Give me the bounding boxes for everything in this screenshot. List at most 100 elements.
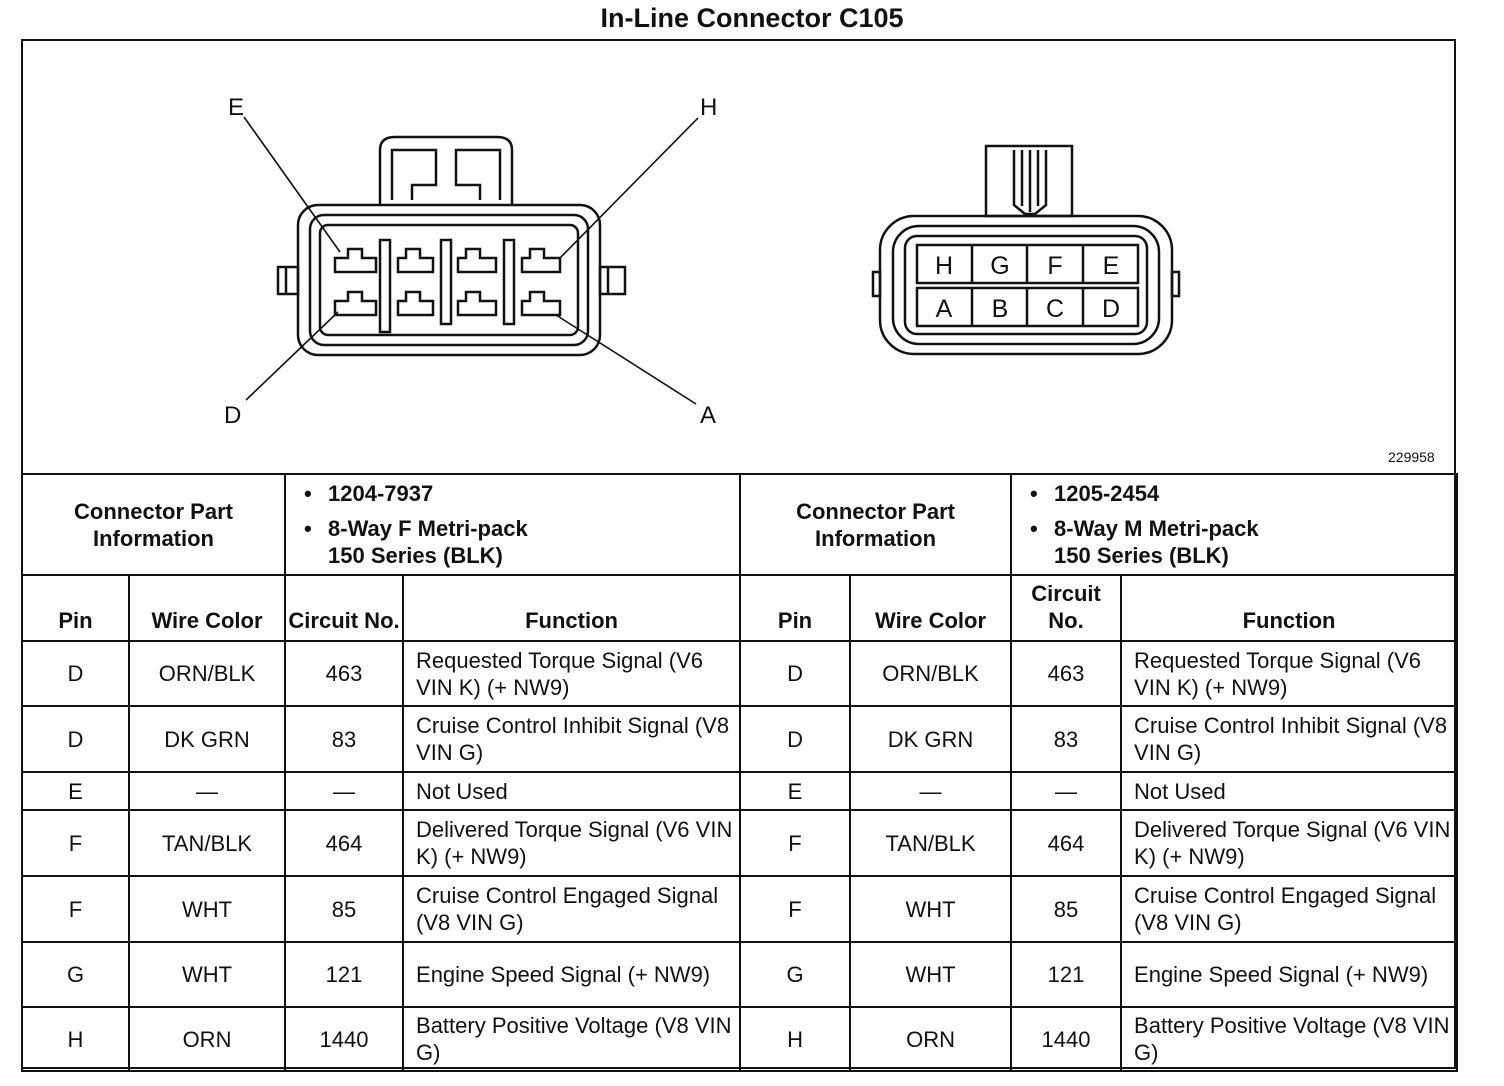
right-part-series: 150 Series (BLK) bbox=[1054, 543, 1229, 568]
left-part-info: •1204-7937 •8-Way F Metri-pack 150 Serie… bbox=[284, 473, 742, 576]
circuit-cell: 464 bbox=[284, 809, 405, 877]
table-row: D DK GRN 83 Cruise Control Inhibit Signa… bbox=[21, 705, 1459, 773]
right-part-number: 1205-2454 bbox=[1054, 481, 1160, 506]
function-cell: Cruise Control Engaged Signal (V8 VIN G) bbox=[402, 875, 742, 943]
callout-a-label: A bbox=[700, 402, 716, 429]
pin-cell-right: E bbox=[739, 771, 852, 811]
table-row: F TAN/BLK 464 Delivered Torque Signal (V… bbox=[21, 809, 1459, 877]
col-header-pin: Pin bbox=[21, 574, 130, 642]
circuit-cell: 463 bbox=[284, 640, 405, 707]
pin-g-face-label: G bbox=[990, 252, 1009, 280]
pin-cell-right: G bbox=[739, 941, 852, 1008]
pin-cell: F bbox=[21, 809, 130, 877]
col-header-wire-color: Wire Color bbox=[127, 574, 287, 642]
wire-color-cell: TAN/BLK bbox=[127, 809, 287, 877]
left-part-number: 1204-7937 bbox=[328, 481, 434, 506]
function-cell-right: Engine Speed Signal (+ NW9) bbox=[1120, 941, 1459, 1008]
pin-cell: F bbox=[21, 875, 130, 943]
wire-color-cell-right: ORN/BLK bbox=[849, 640, 1013, 707]
pin-f-face-label: F bbox=[1047, 252, 1062, 280]
function-cell: Not Used bbox=[402, 771, 742, 811]
col-header-pin-right: Pin bbox=[739, 574, 852, 642]
left-part-info-label: Connector Part Information bbox=[20, 473, 287, 576]
male-connector-drawing bbox=[871, 144, 1181, 356]
col-header-wire-color-right: Wire Color bbox=[849, 574, 1013, 642]
function-cell: Battery Positive Voltage (V8 VIN G) bbox=[402, 1006, 742, 1072]
table-row: E — — Not Used E — — Not Used bbox=[21, 771, 1459, 811]
table-row: F WHT 85 Cruise Control Engaged Signal (… bbox=[21, 875, 1459, 943]
circuit-cell: 121 bbox=[284, 941, 405, 1008]
function-cell: Delivered Torque Signal (V6 VIN K) (+ NW… bbox=[402, 809, 742, 877]
function-cell: Requested Torque Signal (V6 VIN K) (+ NW… bbox=[402, 640, 742, 707]
right-part-info-label: Connector Part Information bbox=[739, 473, 1013, 576]
circuit-cell-right: 464 bbox=[1010, 809, 1123, 877]
wire-color-cell: — bbox=[127, 771, 287, 811]
wire-color-cell-right: DK GRN bbox=[849, 705, 1013, 773]
column-header-row: Pin Wire Color Circuit No. Function Pin … bbox=[21, 574, 1459, 642]
function-cell-right: Cruise Control Engaged Signal (V8 VIN G) bbox=[1120, 875, 1459, 943]
col-header-function: Function bbox=[402, 574, 742, 642]
circuit-cell-right: 1440 bbox=[1010, 1006, 1123, 1072]
right-part-type: 8-Way M Metri-pack bbox=[1054, 516, 1259, 541]
connector-diagram: E H D A H G F E A B C D bbox=[224, 94, 1181, 429]
pin-cell-right: H bbox=[739, 1006, 852, 1072]
male-face-pin-labels: H G F E A B C D bbox=[935, 252, 1120, 323]
wire-color-cell: DK GRN bbox=[127, 705, 287, 773]
page-title: In-Line Connector C105 bbox=[600, 3, 904, 33]
wire-color-cell-right: WHT bbox=[849, 875, 1013, 943]
circuit-cell-right: 83 bbox=[1010, 705, 1123, 773]
figure-id: 229958 bbox=[1388, 449, 1435, 465]
wire-color-cell: ORN bbox=[127, 1006, 287, 1072]
table-row: D ORN/BLK 463 Requested Torque Signal (V… bbox=[21, 640, 1459, 707]
table-row: G WHT 121 Engine Speed Signal (+ NW9) G … bbox=[21, 941, 1459, 1008]
pin-e-face-label: E bbox=[1103, 252, 1120, 280]
wire-color-cell: WHT bbox=[127, 941, 287, 1008]
pin-cell: D bbox=[21, 640, 130, 707]
wire-color-cell: ORN/BLK bbox=[127, 640, 287, 707]
col-header-function-right: Function bbox=[1120, 574, 1459, 642]
pinout-table: Connector Part Information •1204-7937 •8… bbox=[20, 473, 1459, 1072]
wire-color-cell-right: — bbox=[849, 771, 1013, 811]
part-info-row: Connector Part Information •1204-7937 •8… bbox=[20, 473, 1459, 576]
callout-h-label: H bbox=[700, 94, 717, 121]
circuit-cell: 85 bbox=[284, 875, 405, 943]
pin-cell-right: F bbox=[739, 809, 852, 877]
pin-cell: E bbox=[21, 771, 130, 811]
table-row: H ORN 1440 Battery Positive Voltage (V8 … bbox=[21, 1006, 1459, 1072]
function-cell-right: Battery Positive Voltage (V8 VIN G) bbox=[1120, 1006, 1459, 1072]
pin-cell: H bbox=[21, 1006, 130, 1072]
wire-color-cell-right: ORN bbox=[849, 1006, 1013, 1072]
pin-b-face-label: B bbox=[992, 295, 1009, 323]
function-cell-right: Not Used bbox=[1120, 771, 1459, 811]
pin-h-face-label: H bbox=[935, 252, 953, 280]
callout-labels: E H D A bbox=[224, 94, 717, 429]
col-header-circuit-no: Circuit No. bbox=[284, 574, 405, 642]
wire-color-cell-right: TAN/BLK bbox=[849, 809, 1013, 877]
female-connector-drawing bbox=[243, 116, 699, 405]
right-part-info: •1205-2454 •8-Way M Metri-pack 150 Serie… bbox=[1010, 473, 1459, 576]
circuit-cell: — bbox=[284, 771, 405, 811]
pin-cell-right: F bbox=[739, 875, 852, 943]
pin-cell-right: D bbox=[739, 640, 852, 707]
function-cell-right: Requested Torque Signal (V6 VIN K) (+ NW… bbox=[1120, 640, 1459, 707]
circuit-cell-right: 85 bbox=[1010, 875, 1123, 943]
wire-color-cell-right: WHT bbox=[849, 941, 1013, 1008]
function-cell: Cruise Control Inhibit Signal (V8 VIN G) bbox=[402, 705, 742, 773]
left-part-type: 8-Way F Metri-pack bbox=[328, 516, 528, 541]
circuit-cell: 1440 bbox=[284, 1006, 405, 1072]
pin-cell: D bbox=[21, 705, 130, 773]
pin-cell-right: D bbox=[739, 705, 852, 773]
left-part-series: 150 Series (BLK) bbox=[328, 543, 503, 568]
circuit-cell-right: 121 bbox=[1010, 941, 1123, 1008]
wire-color-cell: WHT bbox=[127, 875, 287, 943]
pin-c-face-label: C bbox=[1046, 295, 1064, 323]
pin-d-face-label: D bbox=[1102, 295, 1120, 323]
circuit-cell: 83 bbox=[284, 705, 405, 773]
circuit-cell-right: 463 bbox=[1010, 640, 1123, 707]
function-cell-right: Cruise Control Inhibit Signal (V8 VIN G) bbox=[1120, 705, 1459, 773]
circuit-cell-right: — bbox=[1010, 771, 1123, 811]
pin-cell: G bbox=[21, 941, 130, 1008]
function-cell: Engine Speed Signal (+ NW9) bbox=[402, 941, 742, 1008]
callout-e-label: E bbox=[228, 94, 244, 121]
col-header-circuit-no-right: Circuit No. bbox=[1010, 574, 1123, 642]
